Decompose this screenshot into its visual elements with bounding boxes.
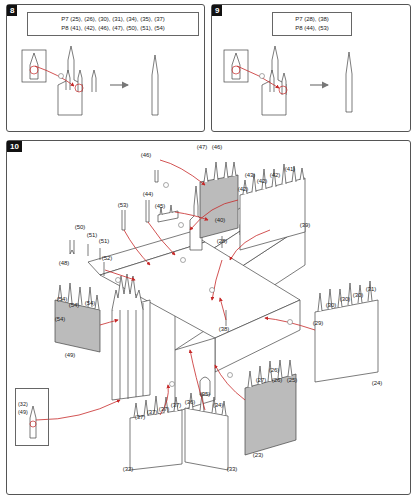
- parts-list-line: P7 (28), (38): [276, 15, 348, 24]
- callout-number: (37): [147, 409, 158, 416]
- callout-number: (27): [256, 377, 267, 384]
- callout-number: (39): [300, 222, 311, 229]
- callout-number: (30): [340, 296, 351, 303]
- callout-number: (50): [75, 224, 86, 231]
- callout-number: (51): [87, 232, 98, 239]
- callout-number: (37): [171, 402, 182, 409]
- callout-number: (25): [287, 377, 298, 384]
- callout-number: (37): [159, 406, 170, 413]
- callout-number: (49): [18, 409, 28, 416]
- callout-number: (23): [253, 452, 264, 459]
- callout-number: (43): [245, 172, 256, 179]
- step-panel: 9 P7 (28), (38)P8 (44), (53): [211, 4, 411, 132]
- callout-number: (28): [217, 238, 228, 245]
- callout-number: (49): [65, 352, 76, 359]
- callout-number: (54): [57, 296, 68, 303]
- parts-list-box: P7 (25), (26), (30), (31), (34), (35), (…: [27, 12, 199, 36]
- callout-number: (54): [85, 300, 96, 307]
- step-number: 9: [212, 5, 222, 16]
- callout-number: (51): [99, 238, 110, 245]
- callout-number: (30): [326, 302, 337, 309]
- callout-number: (52): [102, 255, 113, 262]
- callout-number: (36): [185, 399, 196, 406]
- callout-number: (54): [69, 302, 80, 309]
- callout-number: (31): [366, 286, 377, 293]
- callout-number: (44): [143, 191, 154, 198]
- callout-number: (40): [215, 217, 226, 224]
- parts-list-line: P8 (41), (42), (46), (47), (50), (51), (…: [31, 24, 195, 33]
- callout-number: (29): [313, 320, 324, 327]
- callout-number: (41): [285, 166, 296, 173]
- callout-number: (46): [141, 152, 152, 159]
- callout-number: (46): [212, 144, 223, 151]
- callout-number: (24): [372, 380, 383, 387]
- callout-number: (32): [18, 401, 28, 408]
- callout-number: (47): [197, 144, 208, 151]
- callout-number: (45): [155, 203, 166, 210]
- callout-number: (32): [123, 466, 134, 473]
- callout-number: (26): [269, 367, 280, 374]
- step-number: 8: [7, 5, 17, 16]
- parts-list-line: P7 (25), (26), (30), (31), (34), (35), (…: [31, 15, 195, 24]
- callout-number: (34): [213, 402, 224, 409]
- callout-number: (48): [59, 260, 70, 267]
- callout-number: (33): [227, 466, 238, 473]
- callout-number: (42): [257, 178, 268, 185]
- callout-number: (38): [219, 326, 230, 333]
- detail-inset: (32)(49): [15, 388, 49, 446]
- callout-number: (53): [118, 202, 129, 209]
- parts-list-line: P8 (44), (53): [276, 24, 348, 33]
- callout-number: (42): [238, 186, 249, 193]
- parts-list-box: P7 (28), (38)P8 (44), (53): [272, 12, 352, 36]
- callout-number: (54): [55, 316, 66, 323]
- step-panel: 8 P7 (25), (26), (30), (31), (34), (35), …: [6, 4, 205, 132]
- callout-number: (42): [270, 172, 281, 179]
- callout-number: (30): [353, 292, 364, 299]
- step-panel: 10(32)(49): [6, 140, 411, 495]
- callout-number: (35): [200, 391, 211, 398]
- callout-number: (26): [272, 377, 283, 384]
- callout-number: (37): [135, 414, 146, 421]
- step-number: 10: [7, 141, 22, 152]
